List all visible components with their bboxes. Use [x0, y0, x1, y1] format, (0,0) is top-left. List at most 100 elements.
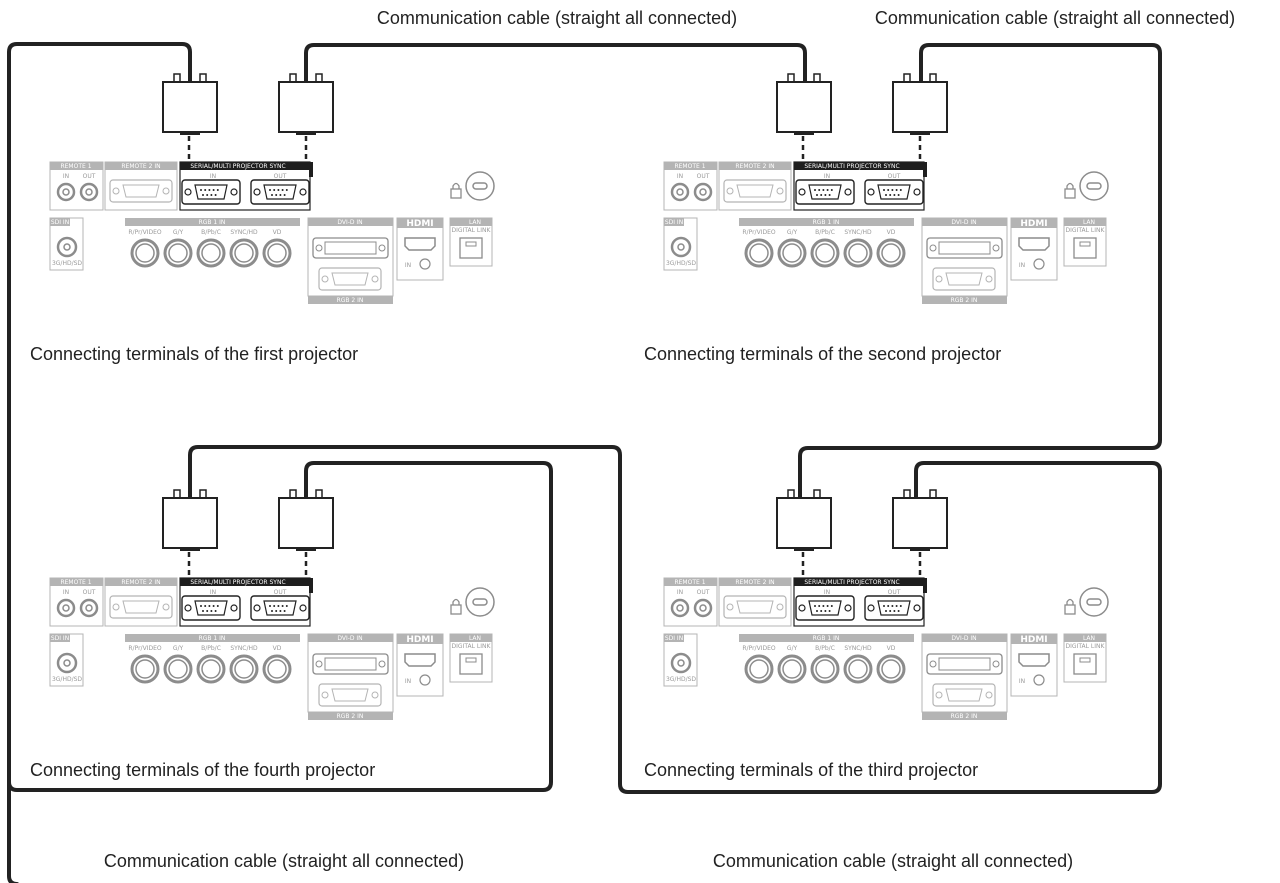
cable-connector-in	[776, 73, 832, 135]
rgb1-bar	[125, 634, 300, 642]
remote1-out-jack	[693, 598, 713, 618]
rgb-port-jack	[744, 654, 774, 684]
hdmi-in-label: IN	[405, 678, 411, 685]
caption-projector-third: Connecting terminals of the third projec…	[644, 760, 978, 780]
cable-label-bottom-right: Communication cable (straight all connec…	[713, 851, 1073, 871]
hdmi-block	[1010, 217, 1058, 281]
cable-connector-out	[278, 489, 334, 551]
remote1-in-jack	[56, 598, 76, 618]
remote2-port	[109, 595, 173, 619]
rgb1-bar	[739, 634, 914, 642]
rgb-port-jack	[130, 654, 160, 684]
cable-label-top-left: Communication cable (straight all connec…	[377, 8, 737, 28]
lan-port	[1073, 237, 1097, 259]
lan-port	[459, 653, 483, 675]
dvi-port	[312, 653, 389, 675]
remote1-out-label: OUT	[697, 589, 710, 596]
remote2-port	[723, 595, 787, 619]
caption-projector-first: Connecting terminals of the first projec…	[30, 344, 358, 364]
remote2-label: REMOTE 2 IN	[121, 163, 160, 170]
sdi-sub-label: 3G/HD/SD	[666, 676, 696, 683]
remote1-out-jack	[693, 182, 713, 202]
sync-out-port	[250, 595, 310, 621]
rgb1-label: RGB 1 IN	[813, 635, 840, 642]
remote2-label: REMOTE 2 IN	[735, 163, 774, 170]
lan-label: LAN	[1083, 635, 1095, 642]
security-slot-icon	[465, 587, 495, 617]
sync-label: SERIAL/MULTI PROJECTOR SYNC	[804, 579, 899, 586]
rgb1-label: RGB 1 IN	[199, 635, 226, 642]
digital-link-label: DIGITAL LINK	[1066, 643, 1106, 650]
rgb-port-jack	[876, 238, 906, 268]
rgb-port-label: SYNC/HD	[844, 229, 872, 236]
sync-in-label: IN	[210, 589, 216, 596]
remote2-port	[723, 179, 787, 203]
cable-connector-in	[162, 489, 218, 551]
sync-out-label: OUT	[274, 589, 287, 596]
rgb2-bar	[922, 296, 1007, 304]
remote1-in-label: IN	[63, 589, 69, 596]
cable-third-out-to-fourth-in	[188, 445, 1162, 794]
sync-in-label: IN	[210, 173, 216, 180]
hdmi-label: HDMI	[406, 219, 433, 229]
rgb-port-jack	[262, 238, 292, 268]
rgb-port-label: VD	[887, 229, 896, 236]
remote1-in-jack	[56, 182, 76, 202]
rgb-port-label: G/Y	[173, 229, 184, 236]
cable-first-in-loop	[7, 42, 192, 883]
hdmi-in-label: IN	[1019, 262, 1025, 269]
cable-second-out-to-third-in	[798, 43, 1162, 500]
remote1-in-label: IN	[63, 173, 69, 180]
rgb1-bar	[125, 218, 300, 226]
remote1-in-label: IN	[677, 589, 683, 596]
digital-link-label: DIGITAL LINK	[452, 227, 492, 234]
sync-out-label: OUT	[274, 173, 287, 180]
hdmi-in-label: IN	[1019, 678, 1025, 685]
rgb-port-jack	[744, 238, 774, 268]
rgb2-port	[932, 683, 996, 707]
lock-icon	[450, 598, 462, 615]
cable-connector-in	[162, 73, 218, 135]
lock-icon	[1064, 598, 1076, 615]
rgb-port-jack	[777, 654, 807, 684]
rgb2-label: RGB 2 IN	[951, 713, 978, 720]
remote2-port	[109, 179, 173, 203]
sync-in-port	[181, 595, 241, 621]
cable-connector-in	[776, 489, 832, 551]
sync-label: SERIAL/MULTI PROJECTOR SYNC	[190, 163, 285, 170]
security-slot-icon	[465, 171, 495, 201]
rgb2-label: RGB 2 IN	[951, 297, 978, 304]
sdi-port	[56, 236, 78, 258]
rgb-port-jack	[229, 238, 259, 268]
remote1-in-jack	[670, 598, 690, 618]
sdi-port	[670, 652, 692, 674]
sdi-port	[670, 236, 692, 258]
remote1-out-jack	[79, 598, 99, 618]
sdi-label: SDI IN	[665, 635, 683, 642]
rgb-port-jack	[777, 238, 807, 268]
rgb-port-jack	[163, 654, 193, 684]
sync-in-port	[795, 179, 855, 205]
rgb-port-label: B/Pb/C	[201, 645, 221, 652]
hdmi-port	[404, 653, 436, 686]
label-layer: Communication cable (straight all connec…	[104, 8, 1235, 871]
rgb-port-label: SYNC/HD	[844, 645, 872, 652]
rgb-port-jack	[130, 238, 160, 268]
rgb-port-label: B/Pb/C	[815, 229, 835, 236]
rgb2-port	[318, 267, 382, 291]
sync-label: SERIAL/MULTI PROJECTOR SYNC	[190, 579, 285, 586]
remote1-out-label: OUT	[83, 589, 96, 596]
lan-port	[459, 237, 483, 259]
rgb-port-label: G/Y	[787, 229, 798, 236]
rgb2-port	[318, 683, 382, 707]
rgb2-bar	[922, 712, 1007, 720]
caption-projector-fourth: Connecting terminals of the fourth proje…	[30, 760, 375, 780]
rgb-port-jack	[196, 238, 226, 268]
dvi-port	[926, 653, 1003, 675]
lock-icon	[1064, 182, 1076, 199]
